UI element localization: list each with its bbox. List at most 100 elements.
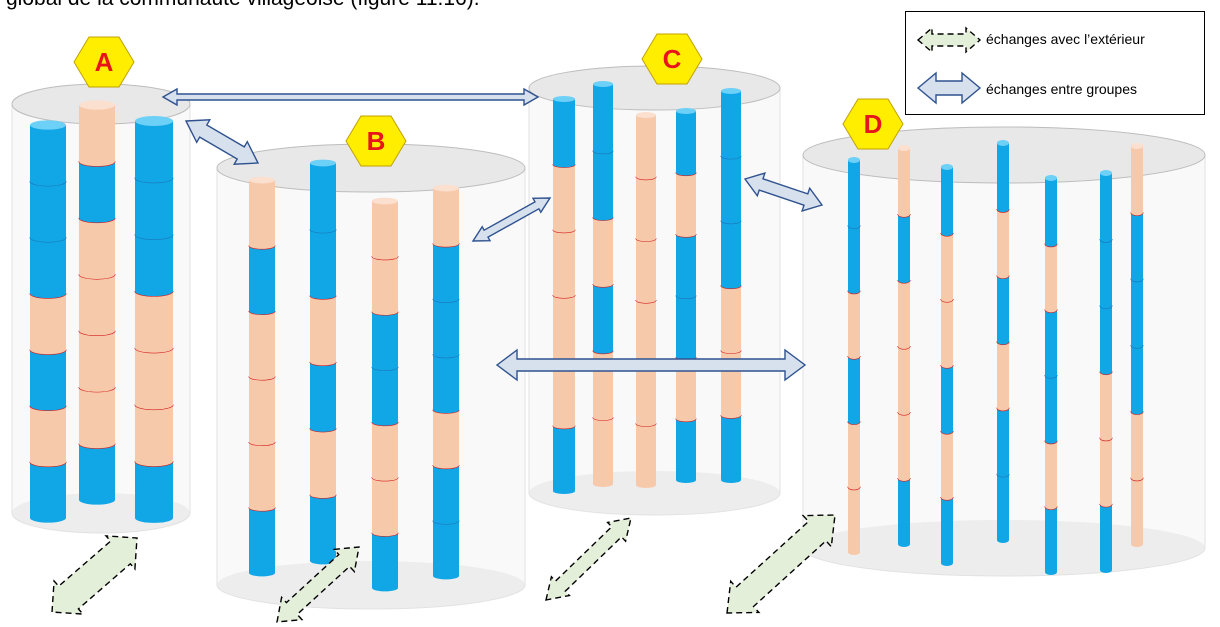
- peach-segment: [372, 477, 398, 537]
- blue-segment: [1131, 278, 1143, 348]
- blue-segment: [433, 520, 459, 580]
- peach-segment: [553, 360, 575, 429]
- blue-segment: [593, 284, 613, 354]
- internal-exchange-arrow: [471, 197, 552, 242]
- internal-exchange-arrow: [743, 172, 824, 212]
- peach-segment: [636, 115, 656, 180]
- blue-segment: [249, 507, 275, 577]
- peach-segment: [941, 233, 953, 302]
- peach-segment: [636, 423, 656, 488]
- blue-segment: [1100, 173, 1112, 243]
- lineage-pillar: [996, 140, 1010, 543]
- pillar-top: [848, 157, 860, 163]
- peach-segment: [135, 404, 173, 467]
- peach-segment: [372, 256, 398, 315]
- badge-label: D: [864, 109, 883, 139]
- blue-segment: [135, 234, 173, 297]
- blue-segment: [249, 245, 275, 315]
- badge-hexagon: [641, 33, 703, 85]
- blue-segment: [997, 275, 1009, 345]
- peach-segment: [30, 293, 66, 355]
- peach-segment: [249, 311, 275, 380]
- segment-boundary: [29, 237, 67, 243]
- peach-segment: [249, 376, 275, 446]
- internal-exchange-legend-icon: [916, 71, 982, 105]
- lineage-pillar: [675, 108, 697, 483]
- blue-segment: [433, 298, 459, 358]
- peach-segment: [553, 295, 575, 364]
- blue-segment: [1045, 178, 1057, 247]
- blue-segment: [79, 161, 115, 223]
- blue-segment: [721, 415, 741, 483]
- peach-segment: [636, 361, 656, 427]
- blue-segment: [30, 461, 66, 523]
- peach-segment: [636, 238, 656, 303]
- peach-segment: [372, 201, 398, 260]
- pillars-group-d: [847, 140, 1144, 575]
- pillar-top: [593, 81, 613, 87]
- blue-segment: [1045, 506, 1057, 575]
- lineage-pillar: [897, 145, 911, 547]
- badge-hexagon: [842, 98, 904, 150]
- badge-label: A: [95, 47, 114, 77]
- peach-segment: [79, 274, 115, 336]
- lineage-pillar: [309, 159, 337, 565]
- external-exchange-label: échanges avec l’extérieur: [986, 31, 1145, 47]
- peach-segment: [1131, 477, 1143, 547]
- lineage-pillar: [940, 164, 954, 566]
- peach-segment: [553, 229, 575, 298]
- pillar-top: [676, 108, 696, 114]
- blue-segment: [310, 362, 336, 432]
- peach-segment: [676, 357, 696, 422]
- blue-segment: [135, 121, 173, 183]
- blue-segment: [997, 407, 1009, 477]
- blue-segment: [553, 425, 575, 494]
- pillars-group-b: [248, 159, 460, 592]
- blue-segment: [721, 220, 741, 289]
- lineage-pillar: [371, 197, 399, 592]
- pillar-top: [372, 197, 398, 205]
- internal-exchange-label: échanges entre groupes: [986, 81, 1137, 97]
- lineage-pillar: [432, 184, 460, 580]
- lineage-pillar: [592, 81, 614, 487]
- pillar-top: [553, 96, 575, 102]
- blue-segment: [372, 532, 398, 592]
- pillars-group-c: [552, 81, 742, 494]
- blue-segment: [79, 443, 115, 505]
- lineage-pillar: [1044, 175, 1058, 575]
- peach-segment: [941, 431, 953, 500]
- badge-c: C: [641, 33, 703, 85]
- blue-segment: [941, 365, 953, 434]
- blue-segment: [433, 243, 459, 303]
- blue-segment: [30, 349, 66, 411]
- caption-text: global de la communauté villageoise (fig…: [6, 0, 480, 11]
- pillar-top: [1131, 143, 1143, 149]
- blue-segment: [1100, 239, 1112, 309]
- blue-segment: [372, 311, 398, 371]
- blue-segment: [30, 181, 66, 242]
- peach-segment: [79, 105, 115, 167]
- peach-segment: [1045, 440, 1057, 510]
- dashed-arrow-icon: [916, 26, 982, 54]
- peach-segment: [997, 341, 1009, 411]
- peach-segment: [30, 405, 66, 467]
- blue-segment: [310, 229, 336, 300]
- peach-segment: [898, 148, 910, 217]
- blue-segment: [1045, 375, 1057, 444]
- badge-d: D: [842, 98, 904, 150]
- blue-segment: [433, 465, 459, 524]
- badge-b: B: [345, 115, 407, 167]
- lineage-pillar: [552, 96, 576, 494]
- segment-boundary: [78, 274, 116, 280]
- blue-segment: [941, 497, 953, 566]
- segment-boundary: [29, 293, 67, 299]
- internal-exchange-arrow: [161, 87, 540, 107]
- pillar-top: [898, 145, 910, 151]
- peach-segment: [1100, 371, 1112, 441]
- blue-segment: [135, 177, 173, 240]
- blue-segment: [1131, 345, 1143, 415]
- peach-segment: [1045, 243, 1057, 313]
- peach-segment: [433, 188, 459, 247]
- lineage-pillar: [78, 100, 116, 505]
- external-exchange-arrow: [726, 514, 836, 614]
